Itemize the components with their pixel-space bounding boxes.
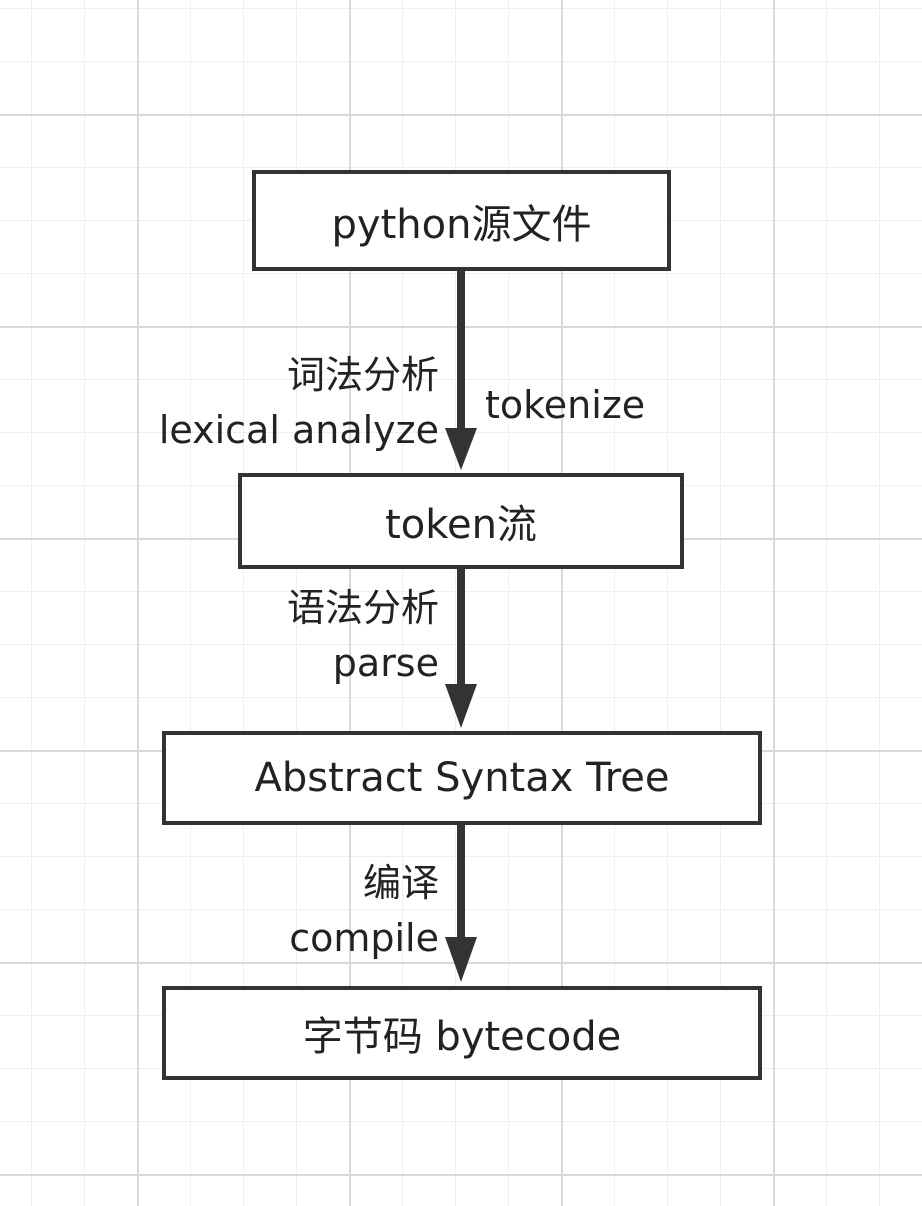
node-abstract-syntax-tree: Abstract Syntax Tree: [162, 731, 762, 825]
arrow-shaft-compile: [457, 825, 465, 942]
arrow-head-compile: [445, 937, 477, 982]
arrow-shaft-parse: [457, 569, 465, 689]
edge-label-parse: 语法分析 parse: [287, 581, 439, 691]
edge-label-tokenize: tokenize: [485, 383, 646, 427]
edge-label-compile-zh: 编译: [362, 861, 439, 905]
edge-label-compile: 编译 compile: [289, 856, 439, 966]
edge-label-lexical-en: lexical analyze: [158, 408, 439, 452]
arrow-head-lexical: [445, 428, 477, 470]
arrow-shaft-lexical: [457, 271, 465, 433]
node-bytecode: 字节码 bytecode: [162, 986, 762, 1080]
node-token-stream: token流: [238, 473, 684, 569]
node-python-source-file: python源文件: [252, 170, 671, 271]
edge-label-parse-en: parse: [332, 641, 439, 685]
arrow-head-parse: [445, 684, 477, 728]
edge-label-lexical-zh: 词法分析: [286, 353, 439, 397]
edge-label-lexical: 词法分析 lexical analyze: [159, 348, 439, 458]
edge-label-compile-en: compile: [289, 916, 439, 960]
edge-label-parse-zh: 语法分析: [286, 586, 439, 630]
